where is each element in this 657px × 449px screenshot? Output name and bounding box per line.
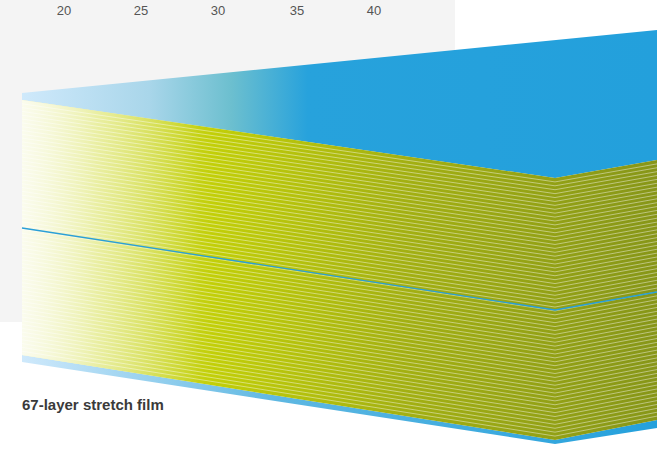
layer-stack — [22, 100, 657, 440]
axis-tick-label: 25 — [134, 3, 148, 18]
caption: 67-layer stretch film — [22, 396, 164, 413]
axis-tick-label: 30 — [211, 3, 225, 18]
middle-blue-layer — [22, 228, 657, 310]
axis-tick-label: 40 — [367, 3, 381, 18]
left-fade — [22, 100, 657, 440]
axis-tick-label: 35 — [290, 3, 304, 18]
axis-tick-label: 20 — [57, 3, 71, 18]
